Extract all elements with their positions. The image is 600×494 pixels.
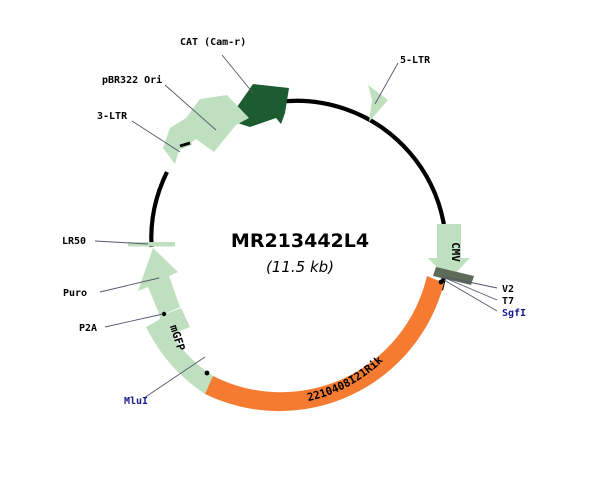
leader-3ltr — [131, 120, 181, 153]
backbone-arc-left — [149, 171, 169, 248]
p2a-boundary-dot — [161, 311, 167, 317]
site-box-dot — [438, 279, 444, 285]
feature-5ltr — [368, 85, 388, 122]
label-sgfi: SgfI — [502, 308, 526, 319]
mgfp-arc-shape — [146, 318, 213, 394]
leader-sgfi — [443, 279, 498, 312]
ltr5-triangle-shape — [368, 85, 388, 122]
feature-cmv — [428, 224, 470, 280]
feature-insert — [205, 276, 444, 412]
label-cmv: CMV — [449, 242, 462, 262]
mgfp-end-dot — [204, 370, 210, 376]
label-lr50: LR50 — [62, 236, 86, 247]
label-p2a: P2A — [79, 323, 97, 334]
puro-arrow-shape — [138, 248, 180, 316]
label-5ltr: 5-LTR — [400, 55, 431, 66]
ltr3-boundary-tick — [179, 141, 191, 148]
leader-t7 — [444, 277, 498, 301]
leader-cat — [221, 54, 254, 94]
leader-puro — [99, 277, 160, 293]
feature-mgfp — [146, 318, 213, 394]
label-3ltr: 3-LTR — [97, 111, 128, 122]
leader-lr50 — [94, 240, 149, 245]
page-title: MR213442L4 — [231, 230, 369, 252]
leader-v2 — [444, 276, 498, 289]
feature-pbr322-ori — [186, 95, 249, 152]
lr50-tick-shape — [128, 242, 175, 247]
plasmid-size: (11.5 kb) — [266, 258, 334, 276]
cmv-arrow-shape — [428, 224, 470, 280]
pbr322-ori-arrow-shape — [186, 95, 249, 152]
label-v2: V2 — [502, 284, 514, 295]
ltr3-arrow-shape — [163, 118, 192, 164]
label-pbr322-ori: pBR322 Ori — [102, 74, 162, 86]
feature-puro — [138, 248, 180, 316]
leader-p2a — [104, 313, 164, 328]
insert-arc-shape — [205, 276, 444, 412]
label-mlui: MluI — [124, 396, 148, 407]
site-box-cluster — [433, 267, 474, 285]
label-cat: CAT (Cam-r) — [180, 37, 246, 48]
feature-lr50 — [128, 242, 175, 247]
label-t7: T7 — [502, 296, 514, 307]
leader-pbr322-ori — [164, 84, 217, 131]
site-box-shape — [433, 267, 474, 285]
feature-3ltr — [163, 118, 192, 164]
label-puro: Puro — [63, 288, 87, 299]
leader-5ltr — [374, 62, 399, 105]
leader-mlui — [143, 356, 206, 399]
